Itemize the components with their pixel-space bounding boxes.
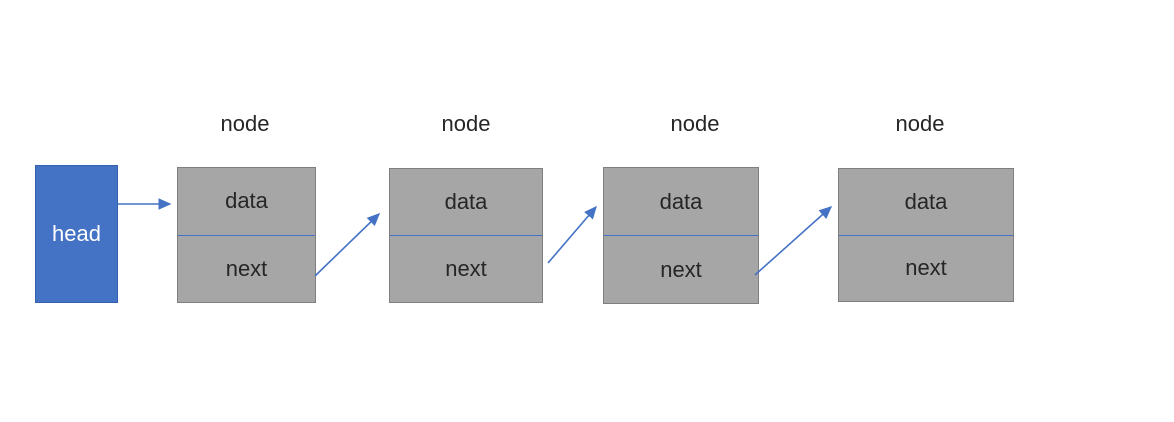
node-2-data-cell: data <box>444 189 488 214</box>
node-2-box: data next <box>389 168 543 303</box>
head-box: head <box>35 165 118 303</box>
node-1-next-cell: next <box>178 234 315 303</box>
node-2-title: node <box>441 111 491 136</box>
node-1-box: data next <box>177 167 316 303</box>
arrow-node1-to-node2 <box>314 212 381 277</box>
node-3-next-cell: next <box>604 235 758 303</box>
node-3-title: node <box>670 111 720 136</box>
node-4-next-cell: next <box>839 234 1013 302</box>
node-1-data-cell: data <box>225 188 268 214</box>
node-3-data-cell: data <box>659 188 703 214</box>
arrow-node3-to-node4 <box>754 206 833 276</box>
node-4-data-cell: data <box>904 188 948 214</box>
node-4-title: node <box>895 111 945 136</box>
node-1-title: node <box>220 111 270 136</box>
node-3-box: data next <box>603 167 759 304</box>
arrow-node2-to-node3 <box>547 205 597 264</box>
node-4-box: data next <box>838 168 1014 302</box>
head-label: head <box>52 221 101 246</box>
node-2-next-cell: next <box>390 235 542 302</box>
